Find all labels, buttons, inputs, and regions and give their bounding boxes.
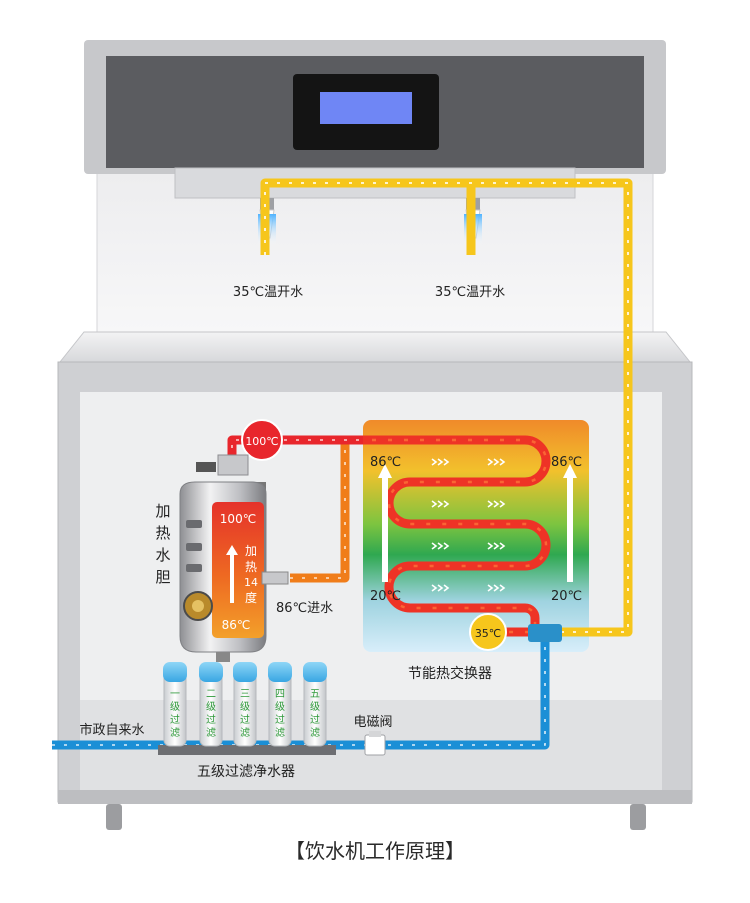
heater-mid-4: 度 — [245, 590, 257, 605]
filter-label-char: 过 — [275, 713, 285, 726]
badge-100-label: 100℃ — [245, 435, 278, 448]
hx-temp-bottom-right: 20℃ — [551, 589, 582, 604]
heater-mid-2: 热 — [245, 560, 257, 574]
filter-label-char: 过 — [170, 713, 180, 726]
badge-100: 100℃ — [241, 419, 283, 461]
display-screen — [320, 92, 412, 124]
exchanger-connector — [528, 624, 562, 642]
filter-label-char: 级 — [275, 701, 285, 713]
hx-temp-top-right: 86℃ — [551, 455, 582, 470]
filter-cap — [233, 662, 257, 682]
solenoid-valve[interactable] — [364, 731, 386, 756]
inlet-86-label: 86℃进水 — [276, 601, 333, 616]
filter-label-char: 滤 — [275, 726, 285, 739]
filter-label-char: 二 — [206, 689, 216, 700]
heater-mid-1: 加 — [245, 544, 257, 558]
tank-fittings — [186, 520, 202, 572]
filter-label: 五级过滤净水器 — [197, 764, 295, 780]
filter-label-char: 三 — [240, 689, 250, 700]
filter-label-char: 过 — [310, 713, 320, 726]
filter-label-char: 级 — [310, 701, 320, 713]
heating-tank: 100℃ 加 热 14 度 86℃ — [179, 454, 289, 662]
filter-label-char: 滤 — [310, 726, 320, 739]
filter-label-char: 级 — [240, 701, 250, 713]
hx-temp-top-left: 86℃ — [370, 455, 401, 470]
filter-label-char: 四 — [275, 689, 285, 700]
diagram-caption: 【饮水机工作原理】 — [285, 839, 465, 863]
filter-label-char: 滤 — [170, 726, 180, 739]
exchanger-coil — [340, 435, 551, 637]
filter-cap — [199, 662, 223, 682]
outlet-right-label: 35℃温开水 — [435, 285, 505, 300]
badge-35-label: 35℃ — [475, 627, 501, 640]
rise-arrows — [378, 464, 577, 582]
filter-label-char: 一 — [170, 689, 180, 700]
foot-right — [630, 804, 646, 830]
hx-temp-bottom-left: 20℃ — [370, 589, 401, 604]
filter-label-char: 级 — [170, 701, 180, 713]
filter-label-char: 过 — [206, 713, 216, 726]
heater-mid-3: 14 — [244, 576, 258, 589]
filter-cap — [303, 662, 327, 682]
heater-top-temp: 100℃ — [220, 512, 256, 526]
outlet-left-label: 35℃温开水 — [233, 285, 303, 300]
heater-title-1: 加 — [155, 502, 170, 520]
filter-cartridge: 五级过滤 — [303, 662, 327, 747]
heater-title-3: 水 — [155, 546, 170, 564]
valve-label: 电磁阀 — [353, 715, 392, 730]
badge-35: 35℃ — [469, 613, 507, 651]
city-water-label: 市政自来水 — [79, 722, 144, 738]
filter-rack — [158, 745, 336, 755]
filter-label-char: 五 — [310, 689, 320, 700]
heater-title-4: 胆 — [155, 568, 170, 586]
foot-left — [106, 804, 122, 830]
filter-cap — [268, 662, 292, 682]
heater-bottom-temp: 86℃ — [222, 618, 251, 632]
filter-label-char: 过 — [240, 713, 250, 726]
filter-cap — [163, 662, 187, 682]
exchanger-label: 节能热交换器 — [408, 665, 492, 682]
filter-label-char: 滤 — [206, 726, 216, 739]
heater-title-2: 热 — [155, 524, 170, 542]
heat-exchanger: 86℃ 86℃ 20℃ 20℃ — [340, 420, 589, 652]
flow-chevrons — [431, 458, 506, 592]
filter-label-char: 滤 — [240, 726, 250, 739]
filter-label-char: 级 — [206, 701, 216, 713]
